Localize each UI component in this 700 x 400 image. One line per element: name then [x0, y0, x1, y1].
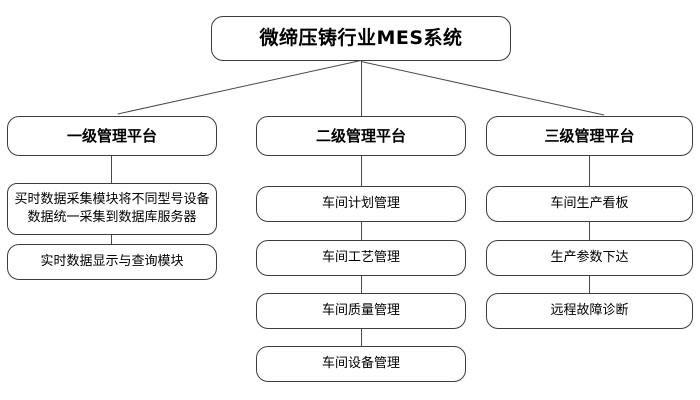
leaf-node-col1-item-1[interactable]: 买时数据采集模块将不同型号设备数据统一采集到数据库服务器 — [7, 183, 217, 235]
leaf-node-col3-item-2[interactable]: 生产参数下达 — [486, 240, 693, 276]
connector-root-to-column-3 — [360, 61, 605, 116]
leaf-node-col2-item-3[interactable]: 车间质量管理 — [256, 293, 466, 329]
platform-node-level-3[interactable]: 三级管理平台 — [486, 116, 693, 156]
connector-col2-platform-to-item-1 — [361, 156, 362, 186]
platform-node-level-2[interactable]: 二级管理平台 — [256, 116, 466, 156]
connector-col1-item-1-to-item-2 — [111, 235, 112, 244]
connector-col2-item-3-to-item-4 — [361, 329, 362, 346]
platform-node-level-1[interactable]: 一级管理平台 — [7, 116, 217, 156]
leaf-node-col2-item-1[interactable]: 车间计划管理 — [256, 186, 466, 222]
connector-col3-platform-to-item-1 — [589, 156, 590, 186]
leaf-node-col1-item-2[interactable]: 实时数据显示与查询模块 — [7, 244, 217, 280]
connector-col3-item-1-to-item-2 — [589, 222, 590, 240]
connector-col2-item-1-to-item-2 — [361, 222, 362, 240]
connector-root-to-column-2 — [361, 61, 362, 116]
connector-col1-platform-to-item-1 — [111, 156, 112, 183]
leaf-node-col3-item-1[interactable]: 车间生产看板 — [486, 186, 693, 222]
root-node-mes-system[interactable]: 微缔压铸行业MES系统 — [211, 16, 511, 61]
connector-col2-item-2-to-item-3 — [361, 276, 362, 293]
connector-col3-item-2-to-item-3 — [589, 276, 590, 293]
leaf-node-col2-item-4[interactable]: 车间设备管理 — [256, 346, 466, 382]
leaf-node-col2-item-2[interactable]: 车间工艺管理 — [256, 240, 466, 276]
leaf-node-col3-item-3[interactable]: 远程故障诊断 — [486, 293, 693, 329]
connector-root-to-column-1 — [117, 60, 361, 115]
